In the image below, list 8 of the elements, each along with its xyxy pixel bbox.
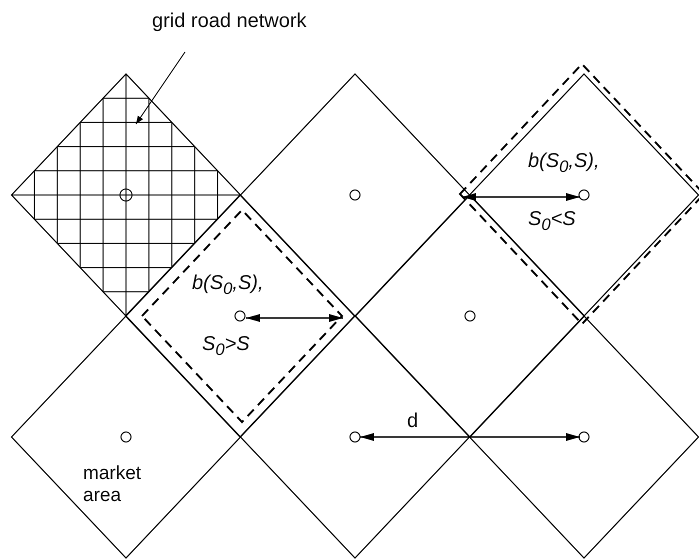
leader-line <box>136 52 186 124</box>
formula-label: b(S$_{0}$,S), <box>192 272 264 298</box>
formula-label: b(S$_{0}$,S), <box>528 150 600 176</box>
area-label: market area <box>83 463 142 507</box>
distance-label: d <box>407 410 418 433</box>
callout-text: grid road network <box>152 10 307 33</box>
formula-label: S$_{0}$>S <box>202 333 250 360</box>
formula-label: S$_{0}$<S <box>528 208 576 234</box>
